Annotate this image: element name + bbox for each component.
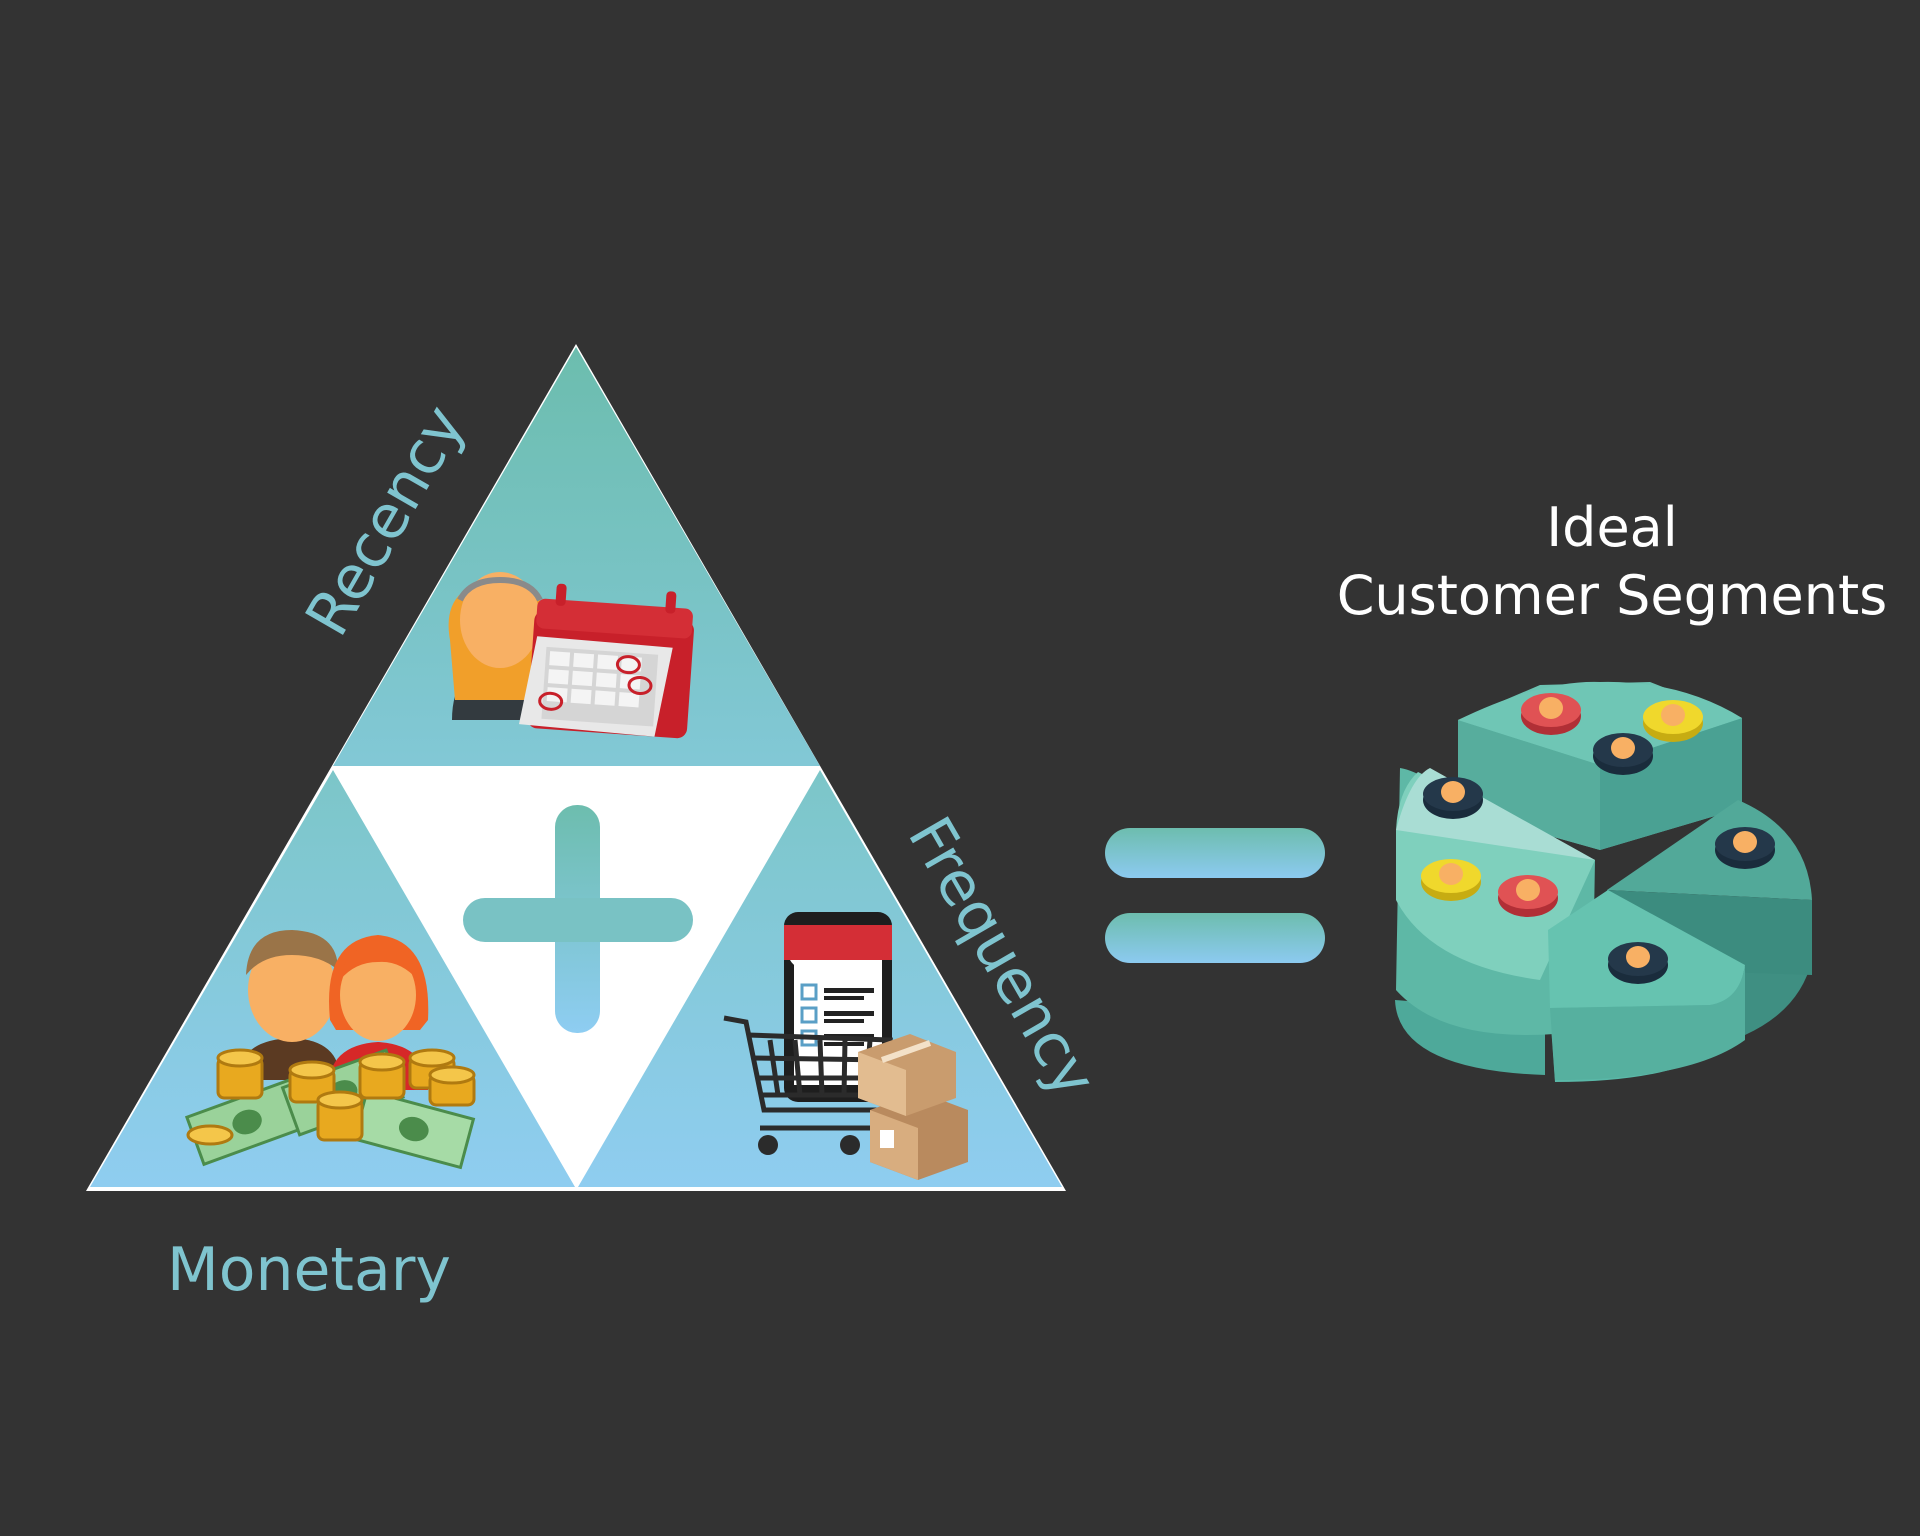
label-monetary: Monetary: [167, 1235, 451, 1305]
segmented-pie-avatars-icon: [1395, 681, 1812, 1082]
title-line-2: Customer Segments: [1337, 564, 1888, 627]
equals-icon: [1105, 828, 1325, 963]
shop-cart-boxes-icon: [723, 912, 968, 1180]
plus-icon: [463, 805, 693, 1033]
title-line-1: Ideal: [1546, 496, 1678, 559]
avatar-icons: [1421, 693, 1775, 984]
couple-money-icon: [184, 930, 476, 1170]
person-calendar-icon: [448, 572, 694, 739]
